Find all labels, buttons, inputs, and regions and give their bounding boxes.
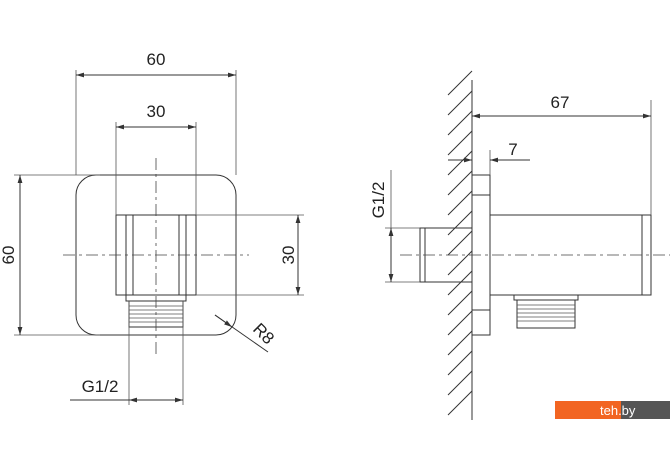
width-label: 60 <box>147 50 166 69</box>
hatch-line <box>447 190 473 216</box>
hatch-line <box>447 70 473 96</box>
front-thread-label: G1/2 <box>82 377 119 396</box>
watermark: teh.by <box>555 401 670 419</box>
hatch-line <box>447 270 473 296</box>
depth-label: 67 <box>551 93 570 112</box>
hatch-line <box>447 170 473 196</box>
hatch-line <box>447 110 473 136</box>
side-thread-label: G1/2 <box>369 182 388 219</box>
hatch-line <box>447 230 473 256</box>
flange-label: 7 <box>508 140 517 159</box>
inner-width-label: 30 <box>147 102 166 121</box>
hatch-line <box>447 370 473 396</box>
hatch-line <box>447 350 473 376</box>
hatch-line <box>447 330 473 356</box>
wall-hatching <box>447 70 473 416</box>
hatch-line <box>447 250 473 276</box>
hatch-line <box>447 90 473 116</box>
hatch-line <box>447 210 473 236</box>
height-label: 60 <box>0 246 18 265</box>
hatch-line <box>447 390 473 416</box>
side-view: 67 7 G1/2 <box>369 70 670 420</box>
radius-label: R8 <box>249 319 278 348</box>
hatch-line <box>447 150 473 176</box>
hatch-line <box>447 310 473 336</box>
inner-height-label: 30 <box>279 246 298 265</box>
front-view: 60 30 60 30 R8 G1/2 <box>0 50 304 405</box>
hatch-line <box>447 130 473 156</box>
watermark-text: teh.by <box>600 403 636 418</box>
hatch-line <box>447 290 473 316</box>
